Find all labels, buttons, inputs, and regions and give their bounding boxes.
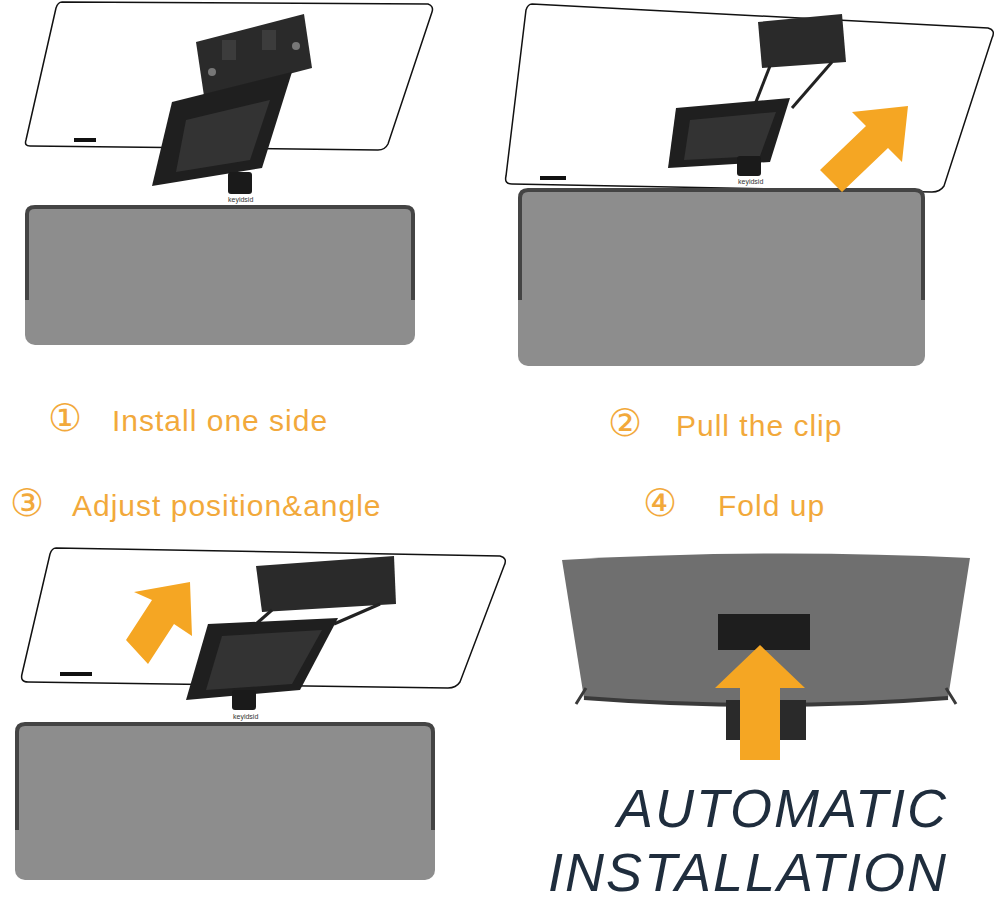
step-label: Pull the clip	[676, 408, 842, 444]
brand-text: keyidsid	[736, 178, 765, 186]
visor-panel-1	[25, 2, 433, 345]
step-label: Adjust position&angle	[72, 488, 382, 524]
step-label: Fold up	[718, 488, 825, 524]
step-number: ④	[643, 481, 677, 527]
step-number: ③	[10, 481, 44, 527]
brand-text: keyidsid	[226, 196, 255, 204]
visor-panel-3	[15, 548, 505, 880]
headline: AUTOMATIC INSTALLATION	[508, 776, 948, 904]
step-number: ①	[48, 396, 82, 442]
step-label: Install one side	[112, 403, 328, 439]
visor-panel-4	[562, 553, 970, 760]
brand-text: keyidsid	[231, 713, 260, 721]
visor-panel-2	[506, 4, 994, 366]
step-number: ②	[608, 401, 642, 447]
